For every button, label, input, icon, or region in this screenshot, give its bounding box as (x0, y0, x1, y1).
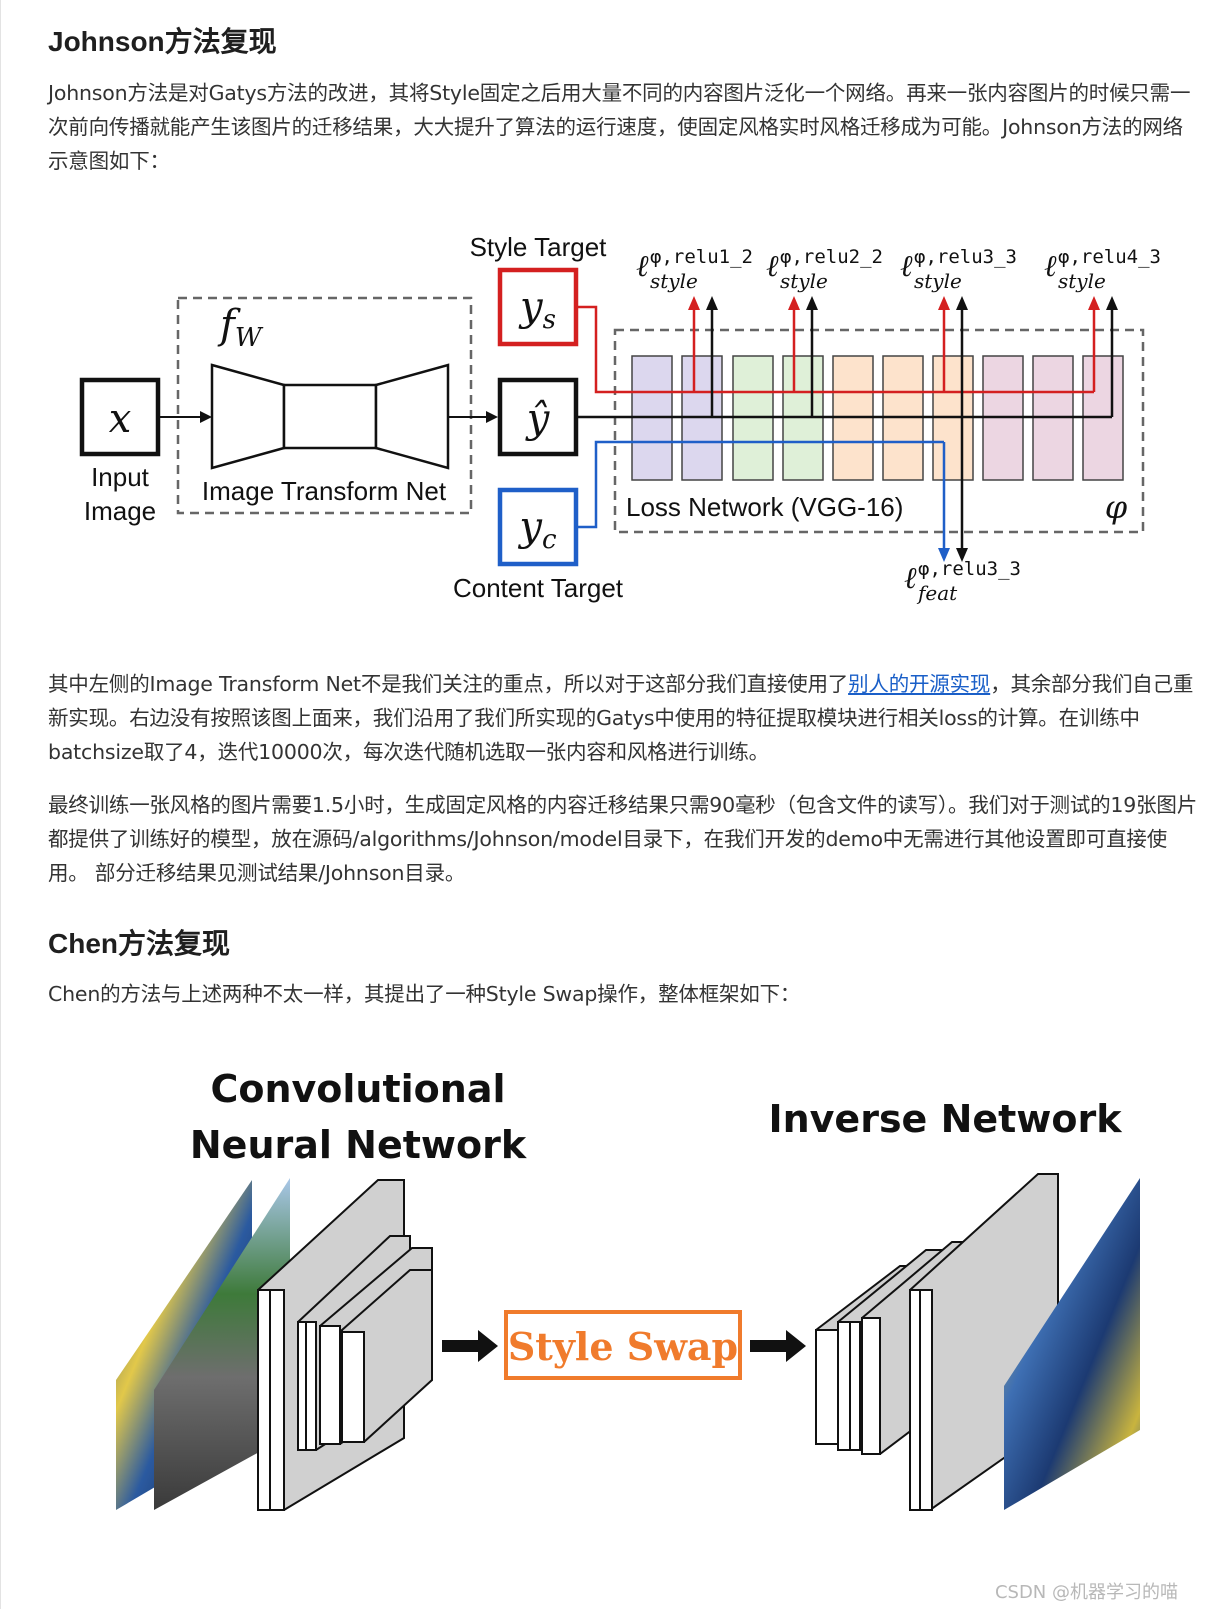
inverse-network-layers (815, 1173, 1059, 1511)
style-swap-box (504, 1310, 742, 1380)
svg-text:style: style (780, 269, 828, 293)
loss-network-label: Loss Network (VGG-16) (626, 492, 903, 522)
loss-network-box (613, 328, 1145, 534)
svg-text:φ,relu3_3: φ,relu3_3 (914, 246, 1017, 268)
transform-residual (282, 383, 378, 450)
page-border (0, 0, 1, 1609)
section-heading-johnson: Johnson方法复现 (48, 26, 277, 57)
style-loss-label-2: ℓ φ,relu2_2 style (766, 246, 883, 293)
ys-box (497, 267, 579, 347)
style-loss-label-1: ℓ φ,relu1_2 style (636, 246, 753, 293)
svg-text:φ,relu2_2: φ,relu2_2 (780, 246, 883, 268)
content-target-label: Content Target (453, 573, 624, 603)
phi-label: φ (1105, 488, 1128, 526)
section-heading-chen: Chen方法复现 (48, 928, 231, 959)
cnn-layers (257, 1179, 433, 1511)
svg-text:ℓ: ℓ (900, 249, 913, 284)
input-x-box (79, 377, 161, 457)
input-label-line1: Input (91, 462, 150, 492)
para2-text-after: ，其余部分我们自己重新实现。右边没有按照该图上面来，我们沿用了我们所实现的Gat… (48, 672, 1194, 764)
yhat-label: ŷ (525, 396, 551, 442)
csdn-watermark: CSDN @机器学习的喵 (994, 1582, 1178, 1603)
svg-text:ℓ: ℓ (636, 249, 649, 284)
para2-text-before: 其中左侧的Image Transform Net不是我们关注的重点，所以对于这部… (48, 672, 849, 696)
svg-text:ℓ: ℓ (766, 249, 779, 284)
style-loss-label-3: ℓ φ,relu3_3 style (900, 246, 1017, 293)
style-target-label: Style Target (470, 232, 608, 262)
chen-framework-diagram: Convolutional Neural Network Inverse Net… (116, 1067, 1140, 1511)
transform-decoder (374, 363, 450, 470)
svg-text:φ,relu1_2: φ,relu1_2 (650, 246, 753, 268)
yhat-box (497, 377, 579, 457)
style-loss-arrows (688, 296, 1118, 417)
transform-net-label: Image Transform Net (202, 476, 447, 506)
johnson-intro-paragraph: Johnson方法是对Gatys方法的改进，其将Style固定之后用大量不同的内… (48, 81, 1191, 173)
open-source-link[interactable]: 别人的开源实现 (848, 672, 991, 696)
feat-loss-label: ℓ φ,relu3_3 feat (904, 558, 1021, 605)
style-swap-label: Style Swap (508, 1324, 738, 1369)
style-loss-label-4: ℓ φ,relu4_3 style (1044, 246, 1161, 293)
johnson-network-diagram: x Input Image fW Image Transform Net ŷ S… (79, 232, 1161, 605)
training-paragraph: 最终训练一张风格的图片需要1.5小时，生成固定风格的内容迁移结果只需90毫秒（包… (48, 793, 1198, 885)
stylized-output-image (1004, 1178, 1140, 1510)
chen-intro-paragraph: Chen的方法与上述两种不太一样，其提出了一种Style Swap操作，整体框架… (48, 982, 801, 1006)
yc-box (497, 487, 579, 567)
svg-text:ℓ: ℓ (904, 561, 917, 596)
content-image-photo (154, 1178, 290, 1510)
cnn-title-line2: Neural Network (190, 1123, 527, 1167)
input-label-line2: Image (84, 496, 156, 526)
transform-net-paragraph: 其中左侧的Image Transform Net不是我们关注的重点，所以对于这部… (48, 667, 1198, 769)
inverse-network-title: Inverse Network (768, 1097, 1122, 1141)
fw-label: fW (217, 302, 264, 353)
svg-text:style: style (1058, 269, 1106, 293)
svg-text:φ,relu3_3: φ,relu3_3 (918, 558, 1021, 580)
transform-net-box (176, 296, 473, 515)
svg-text:φ,relu4_3: φ,relu4_3 (1058, 246, 1161, 268)
svg-text:ℓ: ℓ (1044, 249, 1057, 284)
cnn-title-line1: Convolutional (210, 1067, 505, 1111)
yc-label: yc (517, 504, 557, 555)
svg-text:style: style (914, 269, 962, 293)
transform-encoder (210, 363, 286, 470)
input-x-label: x (109, 396, 132, 442)
svg-text:style: style (650, 269, 698, 293)
svg-text:feat: feat (916, 581, 958, 605)
